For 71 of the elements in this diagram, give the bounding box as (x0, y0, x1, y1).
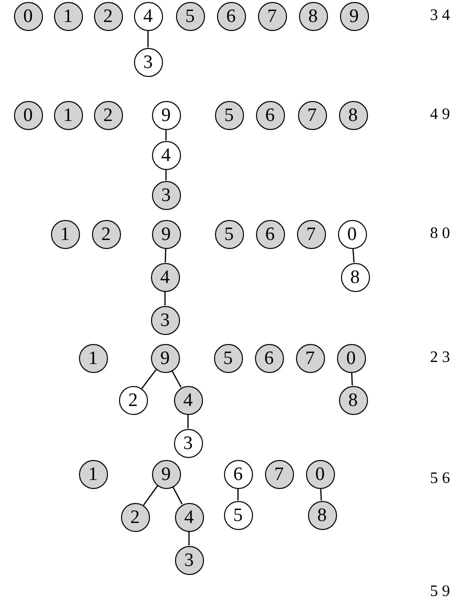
tree-node-circle: 8 (338, 100, 368, 130)
tree-node-circle: 0 (306, 460, 334, 488)
tree-node-circle: 5 (176, 2, 204, 30)
tree-node-circle: 1 (50, 220, 80, 248)
tree-node-circle: 6 (254, 344, 284, 372)
connector-line (351, 372, 353, 386)
tree-node-circle: 5 (214, 100, 244, 130)
tree-node-circle: 4 (174, 502, 204, 532)
tree-node-circle: 4 (134, 2, 162, 30)
connector-line (164, 292, 166, 306)
tree-node-circle: 8 (298, 2, 328, 30)
tree-node-circle: 6 (256, 100, 284, 130)
tree-node-circle: 7 (258, 2, 286, 30)
tree-node-circle: 2 (94, 2, 122, 30)
tree-node-circle: 6 (224, 460, 252, 488)
tree-node-circle: 9 (152, 460, 180, 488)
connector-line (171, 370, 182, 388)
connector-line (165, 170, 167, 180)
union-operation-label: 2 3 (430, 349, 450, 367)
tree-node-circle: 9 (152, 220, 180, 248)
tree-node-circle: 4 (152, 140, 180, 170)
tree-node-circle: 1 (78, 344, 108, 372)
tree-node-circle: 2 (92, 220, 120, 248)
tree-node-circle: 6 (216, 2, 246, 30)
union-operation-label: 3 4 (430, 7, 450, 25)
tree-node-circle: 7 (296, 220, 326, 248)
tree-node-circle: 2 (94, 100, 122, 130)
tree-node-circle: 8 (338, 386, 368, 414)
tree-node-circle: 9 (150, 344, 180, 372)
tree-node-circle: 6 (256, 220, 284, 248)
tree-node-circle: 3 (174, 546, 204, 574)
connector-line (147, 30, 149, 48)
tree-node-circle: 7 (298, 100, 326, 130)
connector-line (143, 485, 158, 506)
connector-line (164, 248, 166, 263)
connector-line (188, 532, 190, 546)
tree-node-circle: 0 (14, 2, 42, 30)
tree-node-circle: 0 (336, 344, 366, 372)
connector-line (187, 414, 189, 428)
tree-node-circle: 9 (152, 100, 180, 130)
tree-node-circle: 4 (150, 262, 180, 292)
connector-line (320, 488, 322, 501)
tree-node-circle: 7 (296, 344, 324, 372)
union-operation-label: 8 0 (430, 225, 450, 243)
tree-node-circle: 3 (150, 306, 180, 334)
connector-line (141, 369, 157, 389)
tree-node-circle: 5 (214, 344, 242, 372)
tree-node-circle: 7 (264, 460, 294, 488)
union-operation-label: 5 9 (430, 583, 450, 601)
tree-node-circle: 9 (340, 2, 368, 30)
tree-node-circle: 0 (338, 220, 366, 248)
tree-node-circle: 3 (152, 180, 180, 210)
tree-node-circle: 8 (308, 500, 336, 530)
tree-node-circle: 3 (174, 428, 202, 458)
tree-node-circle: 2 (120, 502, 150, 532)
connector-line (352, 248, 355, 263)
tree-node-circle: 3 (134, 48, 162, 76)
tree-node-circle: 0 (14, 100, 42, 130)
tree-node-circle: 8 (340, 262, 370, 292)
tree-node-circle: 2 (118, 386, 148, 414)
tree-node-circle: 5 (224, 500, 252, 530)
tree-node-circle: 1 (78, 460, 108, 488)
tree-node-circle: 1 (54, 2, 82, 30)
tree-node-circle: 5 (214, 220, 244, 248)
connector-line (165, 130, 167, 140)
union-operation-label: 4 9 (430, 106, 450, 124)
tree-node-circle: 1 (54, 100, 82, 130)
union-operation-label: 5 6 (430, 470, 450, 488)
tree-node-circle: 4 (174, 386, 202, 414)
connector-line (237, 488, 239, 500)
connector-line (172, 486, 183, 504)
